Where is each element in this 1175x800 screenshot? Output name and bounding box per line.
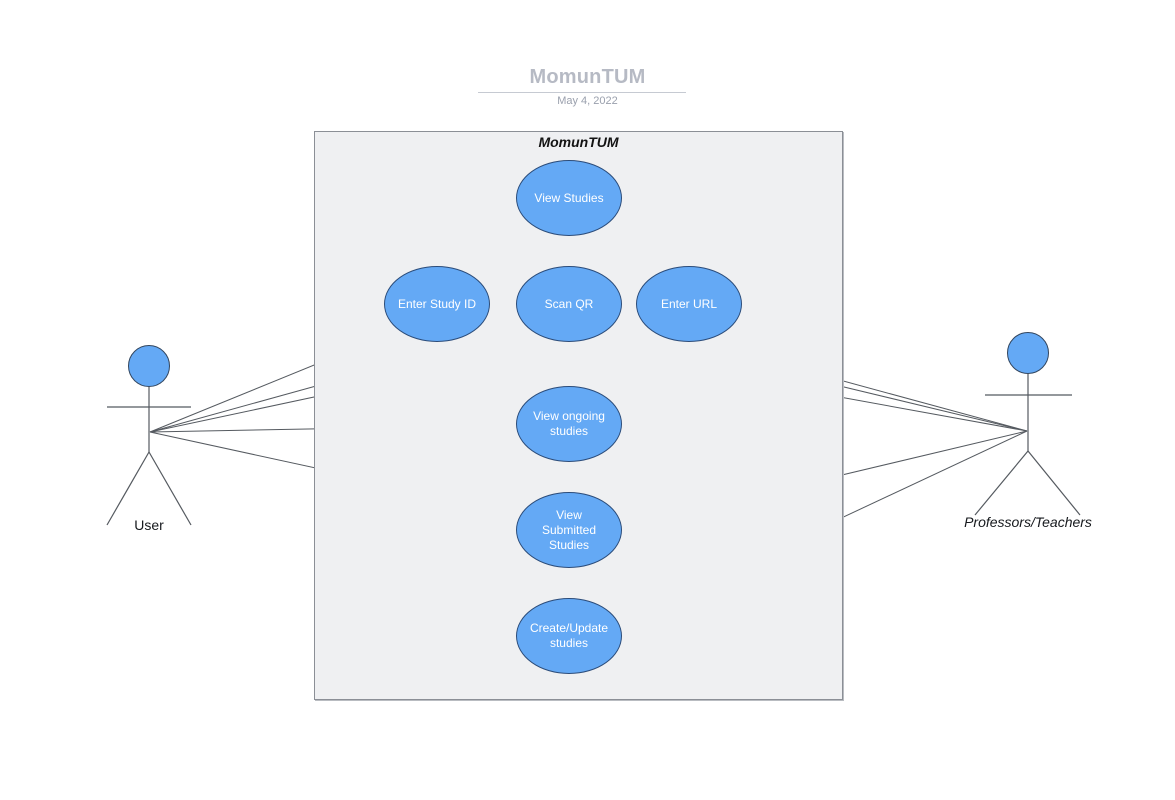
actor-user-leg-right (148, 451, 192, 526)
actor-user-label: User (134, 517, 164, 533)
actor-professors-leg-left (974, 450, 1029, 516)
title-divider (478, 92, 686, 93)
actor-user-leg-left (106, 451, 150, 526)
page-title: MomunTUM (529, 66, 646, 88)
usecase-enter-study-id[interactable]: Enter Study ID (384, 266, 490, 342)
usecase-create-update-studies[interactable]: Create/Update studies (516, 598, 622, 674)
actor-user-figure[interactable] (106, 387, 192, 526)
actor-professors-figure[interactable] (974, 374, 1081, 516)
actor-professors-head-icon[interactable] (1007, 332, 1049, 374)
usecase-enter-url[interactable]: Enter URL (636, 266, 742, 342)
usecase-view-submitted-studies[interactable]: View Submitted Studies (516, 492, 622, 568)
usecase-view-studies[interactable]: View Studies (516, 160, 622, 236)
actor-professors-leg-right (1027, 450, 1081, 516)
usecase-view-ongoing-studies[interactable]: View ongoing studies (516, 386, 622, 462)
actor-professors-label: Professors/Teachers (964, 514, 1092, 530)
system-boundary-label: MomunTUM (538, 134, 619, 150)
usecase-scan-qr[interactable]: Scan QR (516, 266, 622, 342)
actor-user-head-icon[interactable] (128, 345, 170, 387)
document-date: May 4, 2022 (557, 95, 618, 107)
